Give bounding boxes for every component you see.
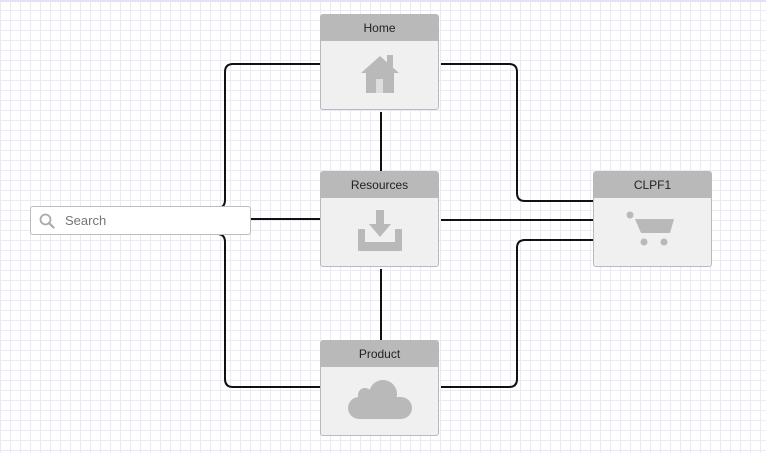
node-title: CLPF1 <box>594 172 711 198</box>
node-home[interactable]: Home <box>320 14 439 110</box>
link-product-clpf1 <box>441 239 593 388</box>
download-icon <box>357 209 403 257</box>
search-box[interactable] <box>30 206 251 235</box>
cart-icon <box>626 211 680 256</box>
node-title: Resources <box>321 172 438 198</box>
node-product[interactable]: Product <box>320 340 439 436</box>
home-icon <box>360 54 400 99</box>
cloud-icon <box>347 379 413 426</box>
link-home-clpf1 <box>441 63 593 202</box>
node-resources[interactable]: Resources <box>320 171 439 267</box>
link-search-product <box>130 233 320 388</box>
node-title: Home <box>321 15 438 41</box>
search-input[interactable] <box>65 213 235 228</box>
node-title: Product <box>321 341 438 367</box>
search-icon <box>39 213 55 229</box>
node-clpf1[interactable]: CLPF1 <box>593 171 712 267</box>
link-search-home <box>130 63 320 209</box>
